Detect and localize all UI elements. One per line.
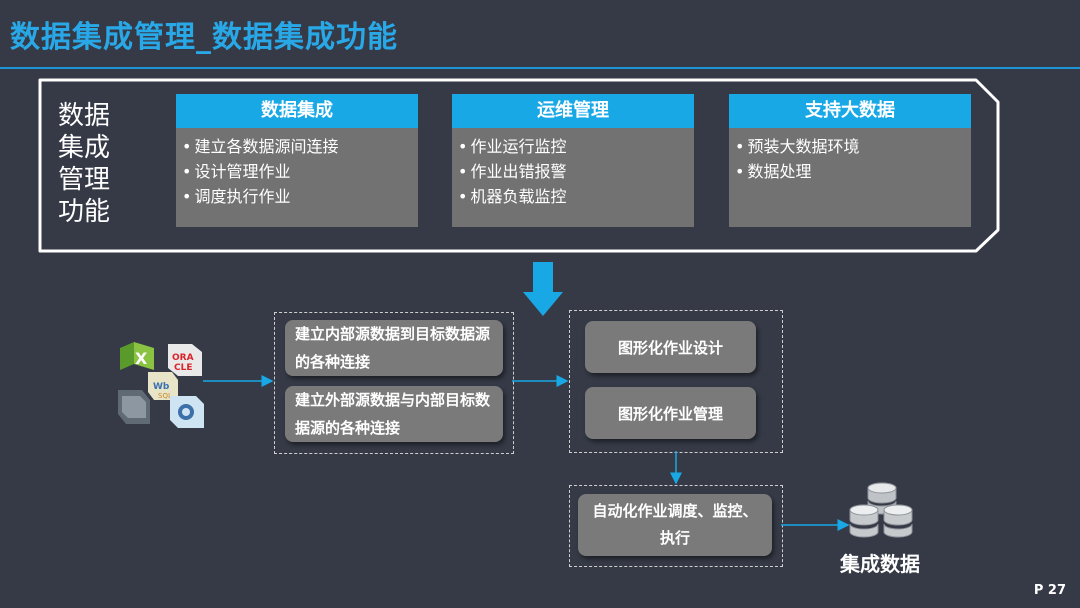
graphical-job-management-box: 图形化作业管理	[585, 387, 756, 439]
automation-group	[569, 485, 783, 567]
list-item: 设计管理作业	[182, 159, 418, 184]
category-data-integration: 数据集成 建立各数据源间连接 设计管理作业 调度执行作业	[176, 94, 418, 227]
integrated-data-label: 集成数据	[840, 552, 920, 576]
overview-frame	[38, 78, 1000, 253]
list-item: 作业出错报警	[458, 159, 694, 184]
list-item: 调度执行作业	[182, 184, 418, 209]
database-stack-icon	[849, 482, 913, 538]
category-list: 预装大数据环境 数据处理	[729, 128, 971, 184]
down-arrow-icon	[523, 262, 563, 316]
list-item: 建立各数据源间连接	[182, 134, 418, 159]
side-label: 数据集成管理功能	[58, 101, 111, 227]
svg-text:X: X	[135, 349, 148, 368]
category-title: 数据集成	[176, 94, 418, 128]
list-item: 预装大数据环境	[735, 134, 971, 159]
svg-text:ORA: ORA	[172, 353, 194, 363]
automation-box: 自动化作业调度、监控、执行	[578, 494, 772, 556]
graphical-job-design-box: 图形化作业设计	[585, 321, 756, 373]
list-item: 数据处理	[735, 159, 971, 184]
page-title: 数据集成管理_数据集成功能	[10, 20, 398, 55]
svg-text:SQL: SQL	[158, 392, 172, 400]
svg-text:CLE: CLE	[174, 363, 193, 373]
connection-group	[274, 312, 514, 454]
category-title: 支持大数据	[729, 94, 971, 128]
category-operations: 运维管理 作业运行监控 作业出错报警 机器负载监控	[452, 94, 694, 227]
data-source-logos-icon: X ORA CLE Wb SQL	[118, 342, 204, 428]
page-number: P 27	[1033, 583, 1066, 598]
svg-text:Wb: Wb	[153, 382, 170, 392]
title-divider	[0, 67, 1080, 69]
external-connection-box: 建立外部源数据与内部目标数据源的各种连接	[285, 386, 503, 442]
internal-connection-box: 建立内部源数据到目标数据源的各种连接	[285, 320, 503, 376]
category-big-data: 支持大数据 预装大数据环境 数据处理	[729, 94, 971, 227]
category-title: 运维管理	[452, 94, 694, 128]
category-list: 建立各数据源间连接 设计管理作业 调度执行作业	[176, 128, 418, 209]
list-item: 机器负载监控	[458, 184, 694, 209]
category-list: 作业运行监控 作业出错报警 机器负载监控	[452, 128, 694, 209]
list-item: 作业运行监控	[458, 134, 694, 159]
